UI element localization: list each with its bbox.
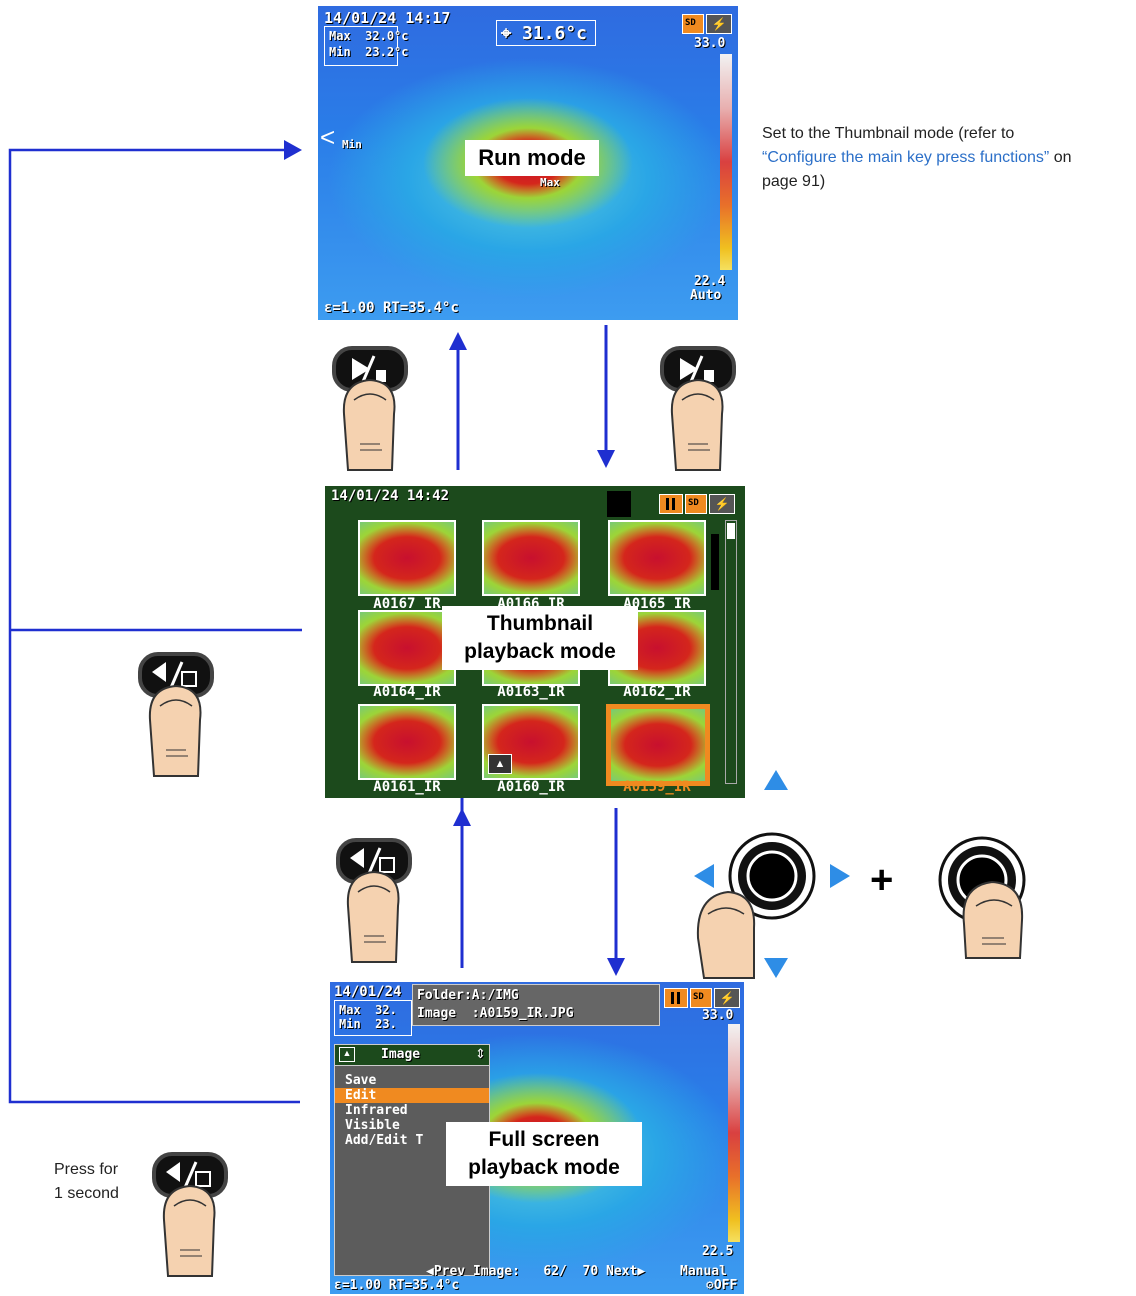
full-datetime: 14/01/24 (334, 984, 402, 1000)
run-min-value: 23.2 (365, 45, 395, 59)
thumbnail-image-selected[interactable] (606, 704, 710, 786)
full-scale-top: 33.0 (702, 1008, 734, 1023)
run-mode-label: Run mode (465, 140, 599, 176)
full-scale-bottom: 22.5 (702, 1244, 734, 1259)
run-color-scale (720, 54, 732, 270)
full-footer: ε=1.00 RT=35.4°c (334, 1278, 460, 1293)
thumbnail-image[interactable] (482, 520, 580, 596)
sd-card-icon: SD (690, 988, 712, 1008)
black-bar (711, 534, 719, 590)
run-datetime: 14/01/24 14:17 (324, 9, 451, 27)
run-spot-box: ⌖ 31.6°c (496, 20, 596, 46)
pause-icon (664, 988, 688, 1008)
battery-charging-icon: ⚡ (706, 14, 732, 34)
menu-list: Save Edit Infrared Visible Add/Edit T (335, 1073, 489, 1148)
thumb-mode-label-line2: playback mode (464, 640, 616, 663)
black-square (607, 491, 631, 517)
back-button-press-icon (152, 1152, 228, 1277)
run-min-label: Min (329, 45, 351, 59)
thumbnail-image[interactable] (358, 610, 456, 686)
image-menu: ▲ Image ⇕ Save Edit Infrared Visible Add… (334, 1044, 490, 1276)
thumb-datetime: 14/01/24 14:42 (331, 488, 450, 504)
back-button-press-icon (336, 838, 412, 963)
side-note-link[interactable]: “Configure the main key press functions” (762, 149, 1050, 166)
menu-item-infrared[interactable]: Infrared (345, 1103, 408, 1118)
thumbnail-label: A0161_IR (373, 779, 441, 795)
menu-item-edit[interactable]: Edit (335, 1088, 489, 1103)
full-minmax-box: Max 32. Min 23. (334, 1000, 412, 1036)
plus-sign: + (870, 858, 894, 902)
thumbnail-label: A0167_IR (373, 596, 441, 612)
thumbnail-label: A0165_IR (623, 596, 691, 612)
sd-card-icon: SD (685, 494, 707, 514)
return-loop-line (8, 148, 300, 1104)
press-note-line2: 1 second (54, 1185, 119, 1202)
thumbnail-label: A0163_IR (497, 684, 565, 700)
thumb-mode-label: Thumbnail playback mode (442, 606, 638, 670)
run-max-label: Max (329, 29, 351, 43)
joystick-select-press-icon (938, 836, 1026, 959)
joystick-navigate-press-icon (694, 770, 850, 979)
min-marker-arrow-icon: < (320, 122, 336, 152)
image-navigation[interactable]: ◀Prev Image: 62/ 70 Next▶ (426, 1264, 646, 1279)
full-mode-label-line2: playback mode (468, 1156, 620, 1179)
run-min-marker: Min (342, 138, 362, 151)
thumbnail-image[interactable] (608, 520, 706, 596)
thumbnail-image[interactable] (358, 520, 456, 596)
play-delete-button-press-icon (332, 346, 408, 471)
thumbnail-image[interactable] (358, 704, 456, 780)
full-mode-label: Full screen playback mode (446, 1122, 642, 1186)
thumbnail-label: A0164_IR (373, 684, 441, 700)
menu-item-visible[interactable]: Visible (345, 1118, 400, 1133)
return-loop-arrowhead (284, 140, 302, 160)
menu-item-save[interactable]: Save (345, 1073, 377, 1088)
scrollbar-thumb[interactable] (727, 523, 735, 539)
run-footer: ε=1.00 RT=35.4°c (324, 300, 459, 316)
full-scale-mode: Manual (680, 1264, 727, 1279)
run-spot-temp: 31.6 (521, 23, 566, 44)
pause-icon (659, 494, 683, 514)
updown-icon: ⇕ (475, 1046, 486, 1061)
side-note: Set to the Thumbnail mode (refer to “Con… (762, 122, 1134, 194)
thumbnail-image[interactable]: ▲ (482, 704, 580, 780)
press-note-line1: Press for (54, 1161, 119, 1178)
battery-charging-icon: ⚡ (714, 988, 740, 1008)
image-name: Image :A0159_IR.JPG (417, 1006, 574, 1021)
off-label: ⚙OFF (706, 1278, 738, 1293)
menu-title: Image (381, 1047, 421, 1062)
thumbnail-label: A0160_IR (497, 779, 565, 795)
thumb-mode-label-line1: Thumbnail (486, 612, 594, 635)
run-mode-screen: 14/01/24 14:17 Max 32.0°c Min 23.2°c ⌖ 3… (318, 6, 738, 320)
run-scale-bottom: 22.4 (694, 274, 726, 289)
full-mode-label-line1: Full screen (488, 1128, 600, 1151)
run-minmax-box: Max 32.0°c Min 23.2°c (324, 26, 409, 66)
run-scale-mode: Auto (690, 288, 722, 303)
menu-header[interactable]: ▲ Image ⇕ (335, 1045, 489, 1066)
back-button-press-icon (138, 652, 214, 777)
run-max-value: 32.0 (365, 29, 395, 43)
side-note-line2-tail: on (1049, 149, 1072, 166)
play-delete-button-press-icon (660, 346, 736, 471)
menu-item-add-edit[interactable]: Add/Edit T (345, 1133, 424, 1148)
full-color-scale (728, 1024, 740, 1242)
run-max-marker: Max (540, 176, 560, 189)
file-info-panel: Folder:A:/IMG Image :A0159_IR.JPG (412, 984, 660, 1026)
side-note-line3: page 91) (762, 173, 826, 190)
folder-path: Folder:A:/IMG (417, 988, 519, 1003)
full-screen-playback: 14/01/24 Max 32. Min 23. Folder:A:/IMG I… (330, 982, 744, 1294)
sd-card-icon: SD (682, 14, 704, 34)
thumbnail-label: A0162_IR (623, 684, 691, 700)
image-icon: ▲ (339, 1047, 355, 1062)
run-scale-top: 33.0 (694, 36, 726, 51)
side-note-line1: Set to the Thumbnail mode (refer to (762, 125, 1015, 142)
scrollbar[interactable] (725, 520, 737, 784)
thumbnail-screen: 14/01/24 14:42 SD ⚡ A0167_IR A0166_IR A0… (325, 486, 745, 798)
image-icon: ▲ (488, 754, 512, 774)
battery-charging-icon: ⚡ (709, 494, 735, 514)
thumbnail-label-selected: A0159_IR (623, 779, 691, 795)
press-note: Press for 1 second (54, 1158, 119, 1206)
